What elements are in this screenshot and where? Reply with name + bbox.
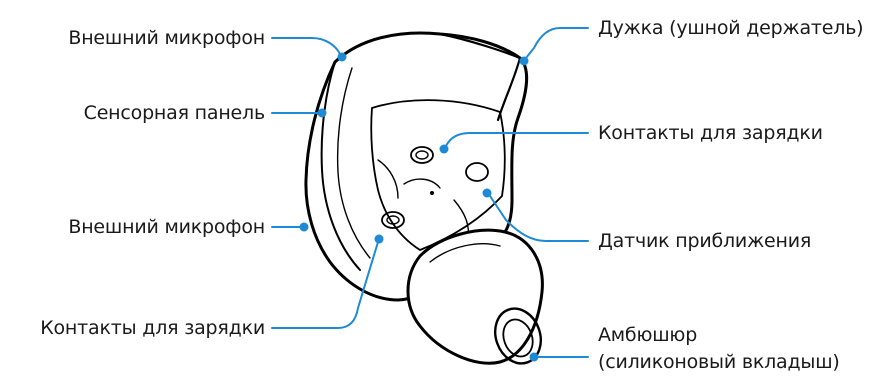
earbud-body: [306, 33, 548, 370]
label-ear-tip-line2: (силиконовый вкладыш): [598, 350, 840, 374]
label-charging-contacts-right: Контакты для зарядки: [598, 121, 823, 145]
label-ear-tip-line1: Амбюшюр: [598, 323, 697, 347]
leader-wing-tip: [526, 28, 588, 58]
label-proximity-sensor: Датчик приближения: [598, 229, 811, 253]
ear-tip: [408, 230, 542, 363]
label-wing-tip: Дужка (ушной держатель): [598, 16, 863, 40]
label-touch-panel: Сенсорная панель: [84, 101, 265, 125]
label-charging-contacts-left: Контакты для зарядки: [40, 316, 265, 340]
label-outer-mic-top: Внешний микрофон: [68, 26, 265, 50]
leader-outer-mic-top: [272, 38, 340, 54]
label-outer-mic-bottom: Внешний микрофон: [68, 215, 265, 239]
